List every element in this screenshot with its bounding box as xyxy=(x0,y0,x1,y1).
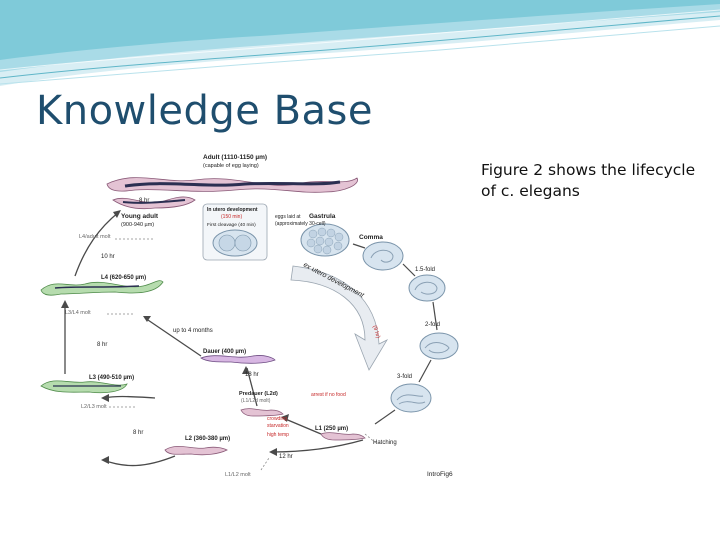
label-predauer: Predauer (L2d) xyxy=(239,391,278,397)
label-adult-sub: (capable of egg laying) xyxy=(203,163,259,169)
label-adult: Adult (1110-1150 µm) xyxy=(203,154,267,161)
label-1-5-fold: 1.5-fold xyxy=(415,267,435,273)
label-in-utero-time: (150 min) xyxy=(221,214,242,220)
arrow-l4-young xyxy=(74,211,120,277)
fold-2-egg xyxy=(419,332,459,360)
label-2-fold: 2-fold xyxy=(425,322,440,328)
label-predauer-sub: (L1/L2d molt) xyxy=(241,398,271,404)
label-12hr: 12 hr xyxy=(279,454,293,460)
header-wave-decoration xyxy=(0,0,720,86)
lifecycle-diagram: Adult (1110-1150 µm) (capable of egg lay… xyxy=(35,148,467,486)
label-intro-fig: IntroFig6 xyxy=(427,471,453,478)
label-10hr: 10 hr xyxy=(101,254,115,260)
slide-title: Knowledge Base xyxy=(36,88,373,134)
label-first-cleavage: First cleavage (40 min) xyxy=(207,222,256,228)
label-gastrula-sub: (approximately 30-cell) xyxy=(275,221,326,227)
label-l3-l4-molt: L3/L4 molt xyxy=(65,310,91,316)
l4-worm xyxy=(40,280,164,296)
ex-utero-arrow xyxy=(290,265,389,371)
label-comma: Comma xyxy=(359,234,383,241)
label-l1-l2-molt: L1/L2 molt xyxy=(225,472,251,478)
label-hatching: Hatching xyxy=(373,440,397,446)
label-in-utero: In utero development xyxy=(207,207,258,213)
label-young-adult-size: (900-940 µm) xyxy=(121,222,154,228)
label-high-temp: high temp xyxy=(267,432,289,438)
l3-worm xyxy=(40,380,128,394)
label-8hr-mid: 8 hr xyxy=(97,342,107,348)
lifecycle-figure: Adult (1110-1150 µm) (capable of egg lay… xyxy=(35,148,467,486)
label-dauer: Dauer (400 µm) xyxy=(203,349,246,355)
arrow-hatching-l1 xyxy=(270,439,364,453)
label-starvation: starvation xyxy=(267,423,289,429)
label-l3: L3 (490-510 µm) xyxy=(89,375,134,381)
arrow-dauer-l4 xyxy=(144,317,202,357)
label-l1: L1 (250 µm) xyxy=(315,426,348,432)
dauer-worm xyxy=(200,355,276,364)
label-gastrula: Gastrula xyxy=(309,213,336,220)
label-3-fold: 3-fold xyxy=(397,374,412,380)
label-l4-adult-molt: L4/adult molt xyxy=(79,234,111,240)
label-l4: L4 (620-650 µm) xyxy=(101,275,146,281)
label-13hr: 13 hr xyxy=(245,372,259,378)
arrow-predauer-dauer xyxy=(246,367,258,407)
fold-15-egg xyxy=(408,274,446,302)
l1-worm xyxy=(320,432,366,441)
figure-caption: Figure 2 shows the lifecycle of c. elega… xyxy=(481,161,696,200)
label-young-adult: Young adult xyxy=(121,213,159,220)
label-arrest: arrest if no food xyxy=(311,392,346,398)
l2-worm xyxy=(164,445,228,456)
arrow-l1-l2 xyxy=(102,455,176,467)
label-ex-utero-time: (9 hr) xyxy=(371,325,381,340)
label-l2-l3-molt: L2/L3 molt xyxy=(81,404,107,410)
label-eggs-laid: eggs laid at xyxy=(275,214,301,220)
arrow-l1-predauer xyxy=(282,417,322,435)
label-l2: L2 (360-380 µm) xyxy=(185,436,230,442)
comma-egg xyxy=(362,241,404,271)
label-8hr-top: 8 hr xyxy=(139,198,149,204)
label-crowding: crowding xyxy=(267,416,287,422)
label-8hr-low: 8 hr xyxy=(133,430,143,436)
label-up-to-4-months: up to 4 months xyxy=(173,328,213,334)
fold-3-egg xyxy=(390,383,432,413)
predauer-worm xyxy=(240,408,284,417)
